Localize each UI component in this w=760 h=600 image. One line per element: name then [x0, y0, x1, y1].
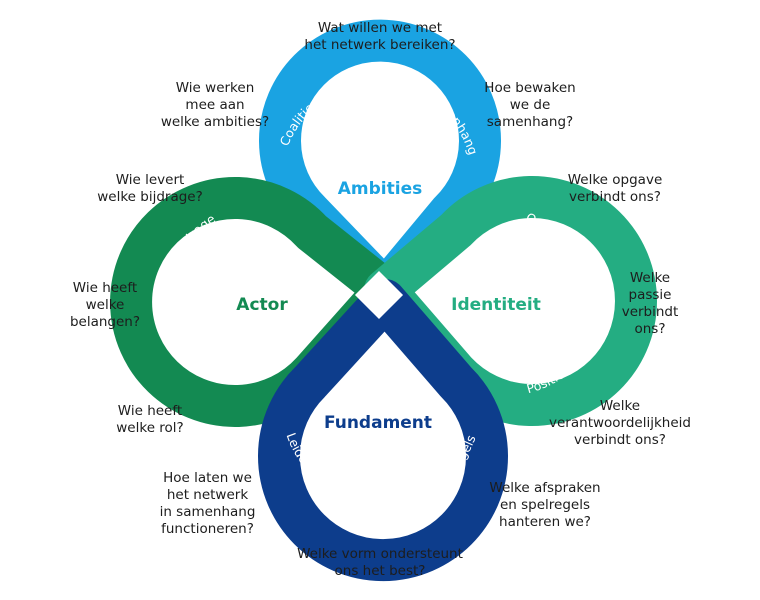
question-actor-bottom: Wie heeft welke rol?	[116, 403, 184, 436]
center-crossing	[354, 270, 404, 320]
ambities-label: Ambities	[338, 179, 422, 199]
question-ambities-right: Hoe bewaken we de samenhang?	[484, 80, 576, 130]
question-identiteit-right: Welke passie verbindt ons?	[621, 270, 679, 337]
question-top: Wat willen we met het netwerk bereiken?	[304, 20, 456, 53]
question-identiteit-top: Welke opgave verbindt ons?	[567, 172, 663, 205]
ambities-loop	[259, 19, 501, 311]
fundament-loop	[258, 279, 508, 582]
fundament-label: Fundament	[324, 413, 432, 433]
question-actor-top: Wie levert welke bijdrage?	[97, 172, 203, 205]
question-identiteit-bottom: Welke verantwoordelijkheid verbindt ons?	[549, 398, 691, 448]
question-fundament-left: Hoe laten we het netwerk in samenhang fu…	[159, 470, 256, 537]
ring-label-fundament: Vorm	[366, 491, 399, 507]
question-actor-left: Wie heeft welke belangen?	[69, 280, 141, 330]
identiteit-loop	[364, 176, 657, 426]
actor-label: Actor	[236, 295, 288, 315]
question-ambities-left: Wie werken mee aan welke ambities?	[160, 80, 270, 130]
actor-loop	[110, 177, 406, 427]
ring-label-identiteit: Passie	[581, 274, 600, 316]
ring-label-actor: Rol	[195, 354, 219, 378]
ring-label-actor: Belang	[152, 289, 172, 336]
question-bottom: Welke vorm ondersteunt ons het best?	[297, 546, 463, 579]
ring-label-ambities: Resultaat	[341, 74, 405, 94]
identiteit-label: Identiteit	[451, 295, 541, 315]
question-fundament-right: Welke afspraken en spelregels hanteren w…	[489, 480, 601, 530]
